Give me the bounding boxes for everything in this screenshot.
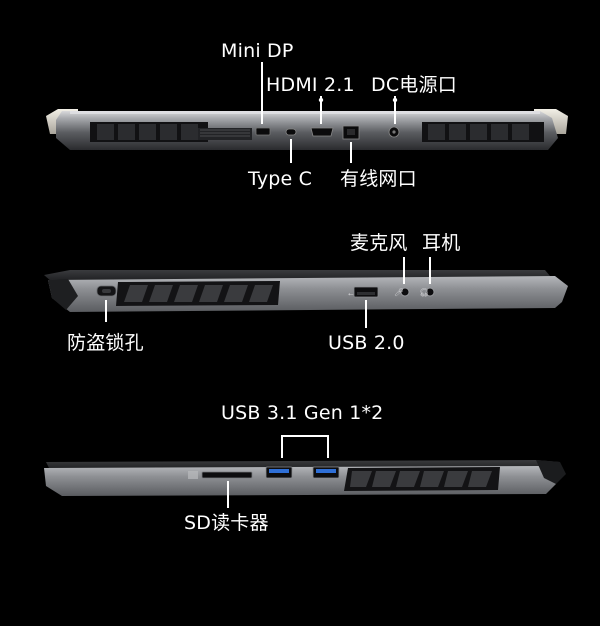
headphone-label: 耳机 [422,232,461,254]
usb-symbol-icon: ⭠ [348,290,354,298]
headphone-jack [425,287,435,297]
back-vent-right [422,122,544,142]
back-leader-dots [318,97,398,103]
mini-dp-label: Mini DP [221,40,294,62]
mic-label: 麦克风 [350,232,408,254]
mic-jack [400,287,410,297]
dc-power-label: DC电源口 [371,74,457,96]
left-side-rear-edge [536,460,566,484]
right-side-lid [44,270,550,282]
ethernet-label: 有线网口 [340,168,417,190]
type-c-port [285,128,297,136]
hdmi-port [310,127,334,137]
right-leader-lines [105,257,431,328]
sd-icon [188,471,198,479]
usb3-port-2 [312,466,340,479]
back-vent-left [90,122,208,142]
right-side-front-edge [48,279,78,310]
left-leader-lines [227,435,329,508]
sd-card-slot [201,471,253,479]
usb3-bracket-leader [281,435,329,458]
mic-symbol-icon: 🎤︎ [394,288,404,297]
usb2-label: USB 2.0 [328,332,405,354]
sd-reader-label: SD读卡器 [184,512,269,534]
headphone-symbol-icon: 🎧︎ [419,288,429,297]
mini-dp-port [255,127,271,136]
type-c-label: Type C [248,168,313,190]
laptop-back-view [46,109,568,150]
right-side-vent [116,281,280,306]
laptop-right-side-view: ⭠ 🎤︎ 🎧︎ [44,270,568,312]
lock-slot-label: 防盗锁孔 [67,332,144,354]
usb3-label: USB 3.1 Gen 1*2 [221,402,384,424]
usb3-port-1 [265,466,293,479]
hdmi-label: HDMI 2.1 [266,74,355,96]
back-mesh-vent [198,128,252,140]
left-side-vent [344,467,500,491]
laptop-left-side-view [44,460,566,496]
